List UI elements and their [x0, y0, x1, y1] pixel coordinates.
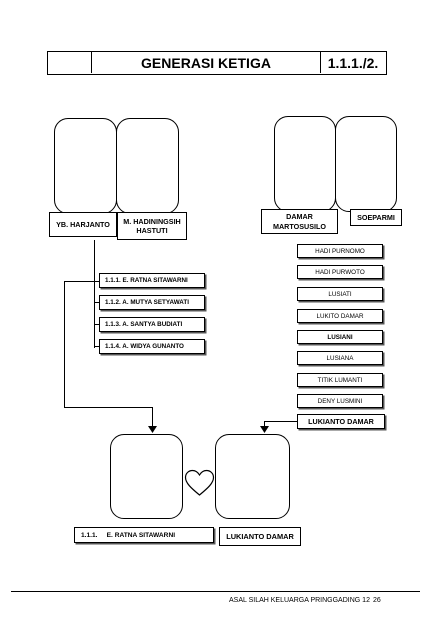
connector-right-across	[264, 421, 297, 422]
label-mother-right: SOEPARMI	[350, 209, 402, 226]
child-3: 1.1.3. A. SANTYA BUDIATI	[99, 317, 205, 332]
child-2: 1.1.2. A. MUTYA SETYAWATI	[99, 295, 205, 310]
sibling-1: HADI PURNOMO	[297, 244, 383, 258]
photo-mother-right	[335, 116, 397, 212]
connector-left-drop	[152, 407, 153, 429]
sibling-6: LUSIANA	[297, 351, 383, 365]
connector-left-tick1	[94, 281, 99, 282]
connector-left-tick2	[94, 302, 99, 303]
child-4: 1.1.4. A. WIDYA GUNANTO	[99, 339, 205, 354]
connector-left-down	[64, 281, 65, 407]
sibling-4: LUKITO DAMAR	[297, 309, 383, 323]
sibling-8: DENY LUSMINI	[297, 394, 383, 408]
footer-rule	[11, 591, 420, 592]
label-father-right: DAMAR MARTOSUSILO	[261, 209, 338, 234]
photo-couple-right	[215, 434, 290, 519]
sibling-9: LUKIANTO DAMAR	[297, 414, 385, 429]
photo-couple-left	[110, 434, 183, 519]
footer-text: ASAL SILAH KELUARGA PRINGGADING 12	[229, 597, 370, 604]
label-father-left: YB. HARJANTO	[49, 212, 117, 237]
arrow-down-icon	[148, 426, 157, 433]
sibling-7: TITIK LUMANTI	[297, 373, 383, 387]
header-code: 1.1.1./2.	[327, 54, 379, 71]
arrow-down-right-icon	[260, 426, 269, 433]
couple-label-left: 1.1.1. E. RATNA SITAWARNI	[74, 527, 214, 543]
connector-right-drop	[264, 421, 265, 429]
sibling-2: HADI PURWOTO	[297, 265, 383, 279]
sibling-3: LUSIATI	[297, 287, 383, 301]
label-mother-left: M. HADININGSIH HASTUTI	[117, 212, 187, 240]
photo-mother-left	[116, 118, 179, 214]
header-bar: GENERASI KETIGA 1.1.1./2.	[47, 51, 387, 75]
connector-left-tick3	[94, 324, 99, 325]
header-left-cell	[48, 52, 92, 73]
couple-label-right: LUKIANTO DAMAR	[219, 527, 301, 546]
footer-page-number: 26	[373, 597, 381, 604]
photo-father-right	[274, 116, 336, 212]
connector-left-vertical	[94, 240, 95, 348]
child-1: 1.1.1. E. RATNA SITAWARNI	[99, 273, 205, 288]
header-title: GENERASI KETIGA	[92, 52, 321, 73]
photo-father-left	[54, 118, 117, 214]
connector-left-tick4	[94, 346, 99, 347]
heart-icon	[184, 469, 215, 496]
connector-left-across	[64, 407, 152, 408]
connector-left-branch	[64, 281, 94, 282]
sibling-5: LUSIANI	[297, 330, 383, 344]
